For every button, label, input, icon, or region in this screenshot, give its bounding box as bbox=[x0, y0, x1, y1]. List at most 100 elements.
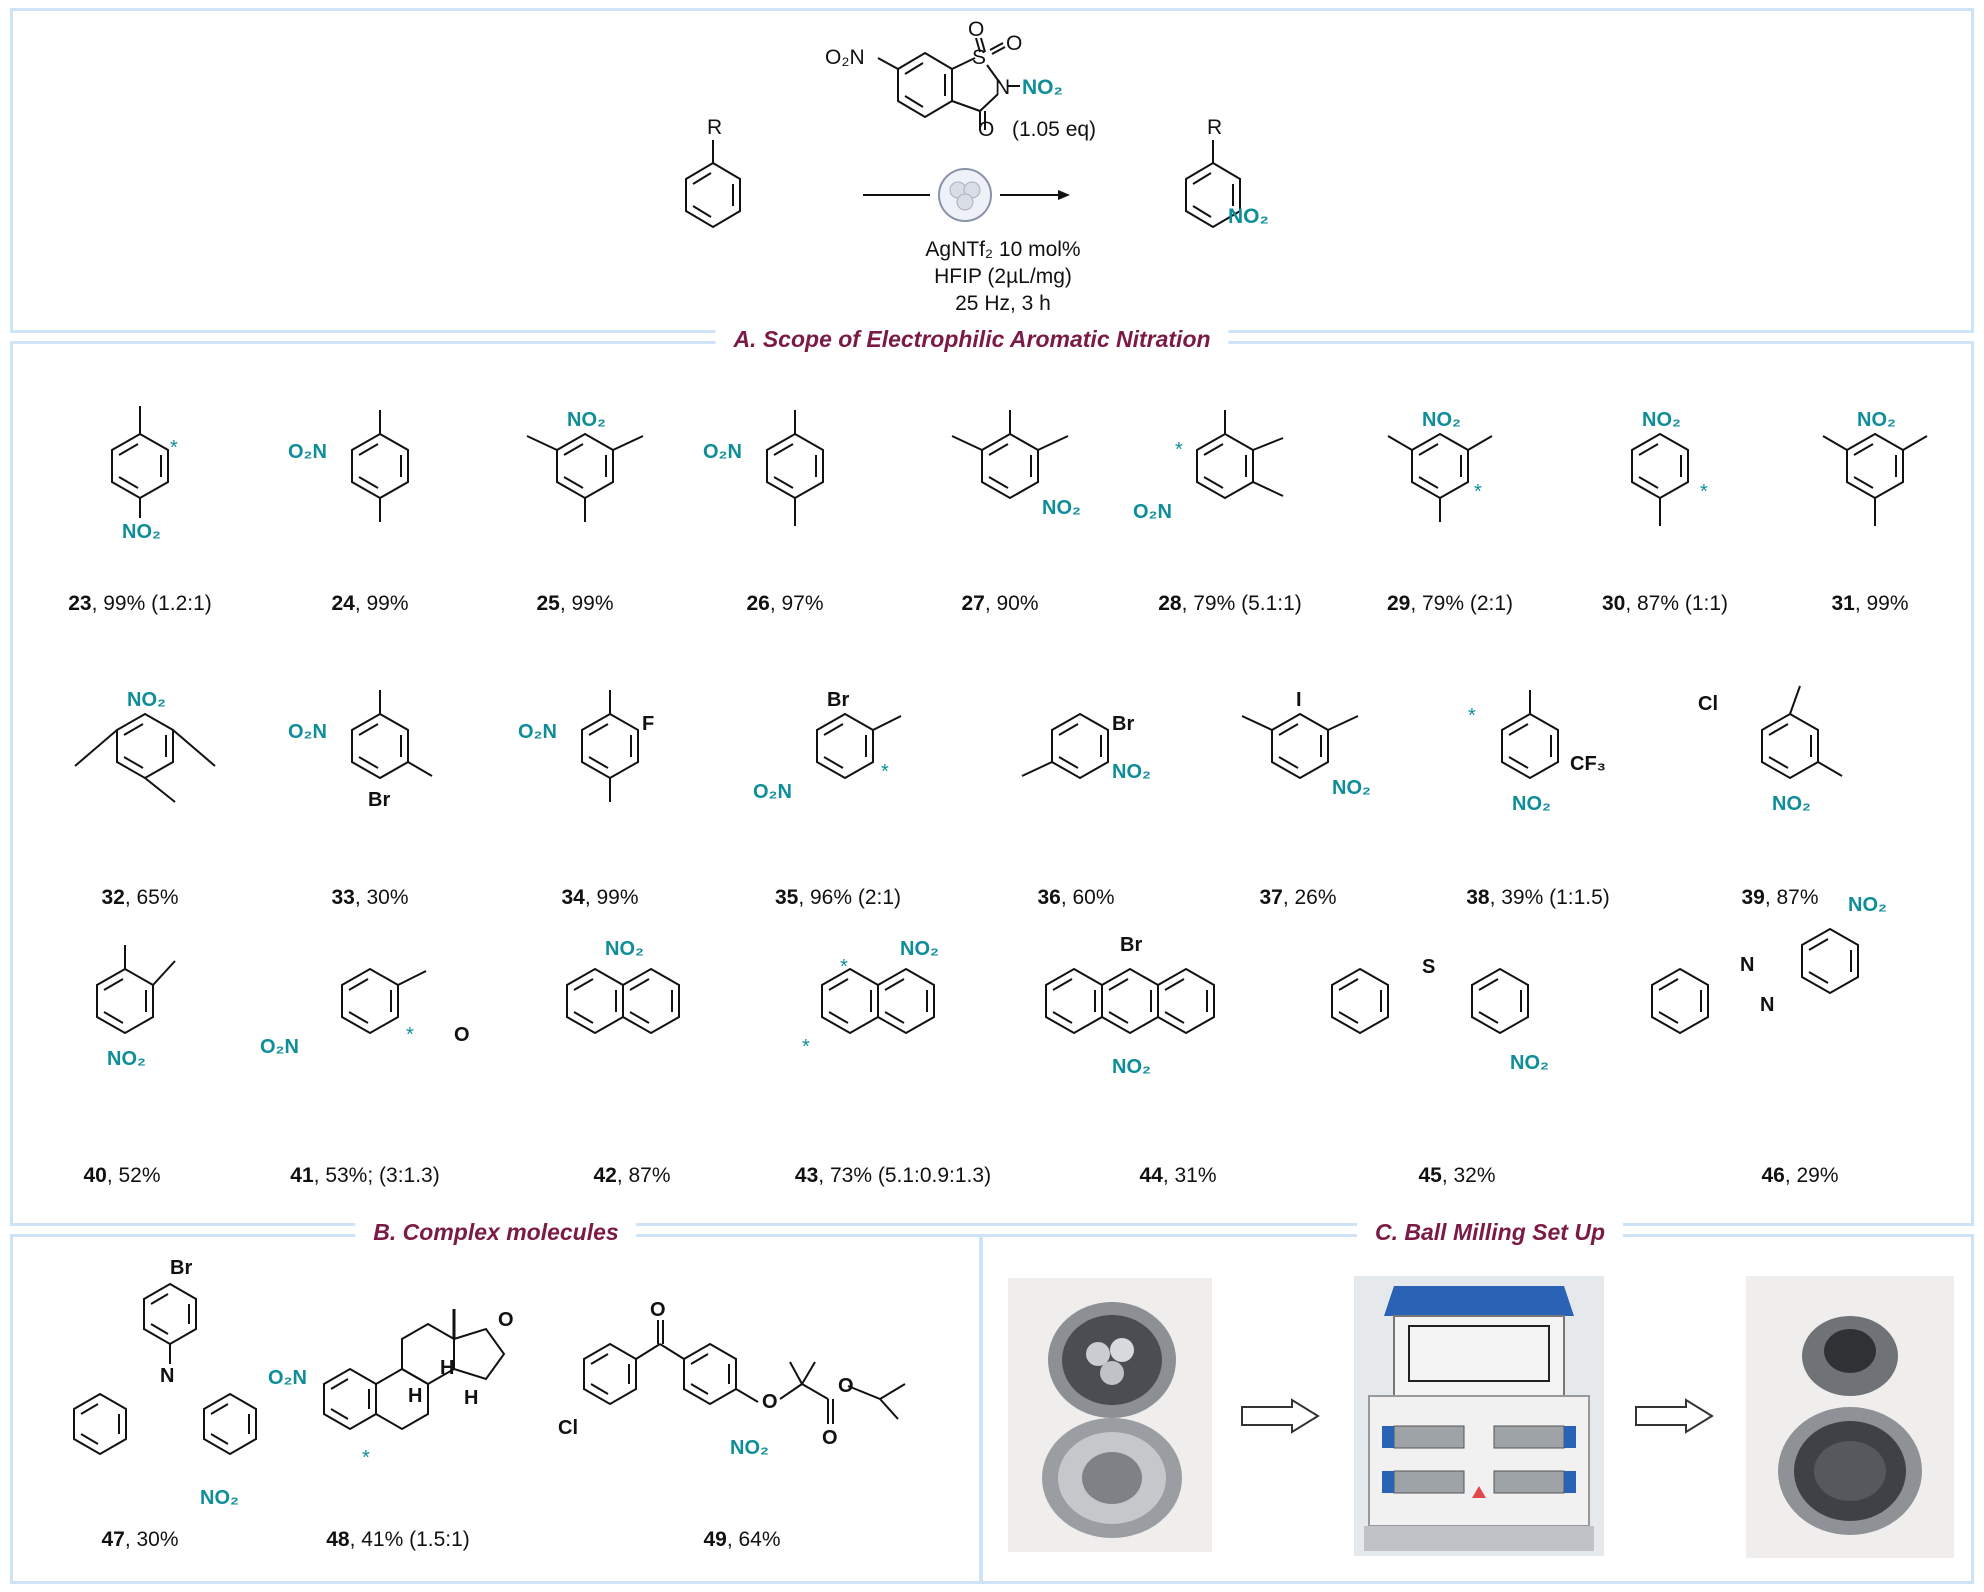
svg-text:NO₂: NO₂ bbox=[1510, 1052, 1549, 1074]
svg-text:O₂N: O₂N bbox=[825, 46, 865, 69]
compound-29-label: 29, 79% (2:1) bbox=[1386, 592, 1514, 615]
compound-49-label: 49, 64% bbox=[703, 1528, 781, 1551]
svg-text:H: H bbox=[440, 1357, 454, 1379]
svg-text:NO₂: NO₂ bbox=[1112, 761, 1151, 783]
compound-49-structure: O O O O Cl NO₂ bbox=[558, 1299, 906, 1459]
svg-text:NO₂: NO₂ bbox=[1022, 76, 1063, 99]
compound-38-label: 38, 39% (1:1.5) bbox=[1466, 886, 1610, 909]
svg-text:NO₂: NO₂ bbox=[1422, 409, 1461, 431]
compound-37-label: 37, 26% bbox=[1259, 886, 1337, 909]
svg-text:O: O bbox=[762, 1391, 778, 1413]
compound-28-label: 28, 79% (5.1:1) bbox=[1158, 592, 1302, 615]
svg-text:NO₂: NO₂ bbox=[1848, 894, 1887, 916]
svg-text:Br: Br bbox=[827, 689, 849, 711]
svg-text:F: F bbox=[642, 713, 654, 735]
scope-structures: NO₂* O₂N NO₂ O₂N NO₂ O₂N* NO₂* NO₂* NO₂ … bbox=[74, 406, 1928, 1078]
svg-text:NO₂: NO₂ bbox=[122, 521, 161, 543]
compound-28-structure: O₂N* bbox=[1133, 410, 1284, 523]
svg-text:*: * bbox=[840, 956, 848, 978]
reaction-conditions: AgNTf₂ 10 mol% HFIP (2µL/mg) 25 Hz, 3 h bbox=[873, 236, 1133, 317]
complex-structures: N Br NO₂ O₂N * O H H H bbox=[73, 1257, 906, 1509]
svg-text:NO₂: NO₂ bbox=[900, 938, 939, 960]
svg-text:O: O bbox=[1006, 32, 1022, 55]
svg-text:O₂N: O₂N bbox=[260, 1036, 299, 1058]
svg-text:O₂N: O₂N bbox=[518, 721, 557, 743]
svg-text:S: S bbox=[972, 46, 986, 69]
svg-text:*: * bbox=[406, 1024, 414, 1046]
compound-25-label: 25, 99% bbox=[536, 592, 614, 615]
svg-text:N: N bbox=[995, 76, 1010, 99]
compound-29-structure: NO₂ * bbox=[1387, 409, 1493, 522]
compound-43-label: 43, 73% (5.1:0.9:1.3) bbox=[794, 1164, 992, 1187]
compound-26-label: 26, 97% bbox=[746, 592, 824, 615]
svg-text:*: * bbox=[1474, 481, 1482, 503]
arrow-right-icon bbox=[1241, 1398, 1320, 1434]
compound-35-label: 35, 96% (2:1) bbox=[774, 886, 902, 909]
compound-47-structure: N Br NO₂ bbox=[73, 1257, 257, 1509]
svg-text:NO₂: NO₂ bbox=[1857, 409, 1896, 431]
compound-40-structure: NO₂ bbox=[96, 945, 176, 1070]
svg-text:NO₂: NO₂ bbox=[1112, 1056, 1151, 1078]
jar-with-balls-photo bbox=[1008, 1278, 1212, 1552]
condition-catalyst: AgNTf₂ 10 mol% bbox=[925, 238, 1081, 261]
svg-text:Br: Br bbox=[368, 789, 390, 811]
compound-33-label: 33, 30% bbox=[331, 886, 409, 909]
svg-text:O: O bbox=[838, 1375, 854, 1397]
svg-text:O: O bbox=[454, 1024, 470, 1046]
reagent-equivalents: (1.05 eq) bbox=[1012, 118, 1097, 141]
compound-48-label: 48, 41% (1.5:1) bbox=[326, 1528, 470, 1551]
svg-text:CF₃: CF₃ bbox=[1570, 753, 1606, 775]
compound-27-label: 27, 90% bbox=[961, 592, 1039, 615]
svg-text:O: O bbox=[968, 18, 984, 41]
compound-32-label: 32, 65% bbox=[101, 886, 179, 909]
compound-23-label: 23, 99% (1.2:1) bbox=[68, 592, 212, 615]
compound-32-structure: NO₂ bbox=[74, 689, 216, 803]
compound-30-structure: NO₂* bbox=[1631, 409, 1708, 526]
svg-text:*: * bbox=[170, 437, 178, 459]
svg-text:NO₂: NO₂ bbox=[1772, 793, 1811, 815]
ball-mill-machine-photo bbox=[1354, 1276, 1604, 1556]
section-title-ball-milling: C. Ball Milling Set Up bbox=[1356, 1219, 1624, 1246]
arrow-right-icon bbox=[1635, 1398, 1714, 1434]
svg-text:O₂N: O₂N bbox=[268, 1367, 307, 1389]
reaction-scheme: R R NO₂ O₂N S O O O N NO₂ bbox=[685, 18, 1269, 229]
svg-text:NO₂: NO₂ bbox=[730, 1437, 769, 1459]
condition-solvent: HFIP (2µL/mg) bbox=[934, 265, 1072, 288]
svg-text:O: O bbox=[978, 118, 994, 141]
svg-text:O₂N: O₂N bbox=[753, 781, 792, 803]
svg-text:R: R bbox=[1207, 116, 1222, 139]
compound-34-label: 34, 99% bbox=[561, 886, 639, 909]
compound-42-label: 42, 87% bbox=[593, 1164, 671, 1187]
svg-text:N: N bbox=[160, 1365, 174, 1387]
compound-24-structure: O₂N bbox=[288, 410, 409, 522]
compound-34-structure: O₂N F bbox=[518, 690, 654, 802]
compound-48-structure: O₂N * O H H H bbox=[268, 1309, 514, 1469]
compound-45-structure: S NO₂ bbox=[1331, 956, 1549, 1074]
svg-text:R: R bbox=[707, 116, 722, 139]
svg-text:NO₂: NO₂ bbox=[200, 1487, 239, 1509]
svg-text:O₂N: O₂N bbox=[1133, 501, 1172, 523]
compound-46-label: 46, 29% bbox=[1761, 1164, 1839, 1187]
svg-text:*: * bbox=[802, 1036, 810, 1058]
svg-text:*: * bbox=[362, 1447, 370, 1469]
svg-text:*: * bbox=[881, 761, 889, 783]
compound-40-label: 40, 52% bbox=[83, 1164, 161, 1187]
compound-24-label: 24, 99% bbox=[331, 592, 409, 615]
compound-45-label: 45, 32% bbox=[1418, 1164, 1496, 1187]
svg-text:NO₂: NO₂ bbox=[127, 689, 166, 711]
svg-text:Cl: Cl bbox=[1698, 693, 1718, 715]
svg-text:NO₂: NO₂ bbox=[567, 409, 606, 431]
compound-41-structure: O₂N * O bbox=[260, 968, 470, 1058]
svg-text:S: S bbox=[1422, 956, 1435, 978]
compound-26-structure: O₂N bbox=[703, 410, 824, 526]
compound-41-label: 41, 53%; (3:1.3) bbox=[290, 1164, 440, 1187]
compound-44-label: 44, 31% bbox=[1139, 1164, 1217, 1187]
svg-text:NO₂: NO₂ bbox=[605, 938, 644, 960]
svg-text:N: N bbox=[1740, 954, 1754, 976]
